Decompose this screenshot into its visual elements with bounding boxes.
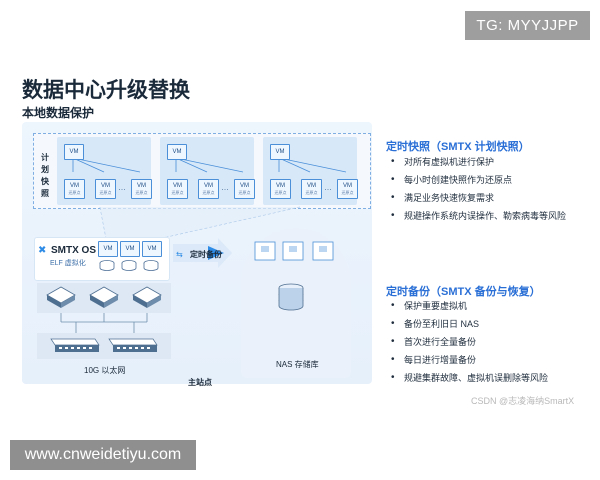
- restore-point-label: 还原点: [135, 190, 148, 195]
- nas-graphics: [254, 241, 334, 311]
- vm-label: VM: [204, 183, 213, 189]
- vm-label: VM: [137, 183, 146, 189]
- slide-subtitle: 本地数据保护: [22, 106, 95, 120]
- list-item: 每小时创建快照作为还原点: [388, 171, 566, 189]
- restore-point-label: 还原点: [274, 190, 287, 195]
- vm-icon: VM: [167, 144, 187, 160]
- vm-label: VM: [343, 183, 352, 189]
- vm-label: VM: [147, 245, 157, 252]
- network-label: 10G 以太网: [84, 366, 126, 375]
- list-item: 首次进行全量备份: [388, 333, 548, 351]
- disk-icons: [99, 260, 159, 271]
- vm-icon: VM: [142, 241, 162, 257]
- vm-label: VM: [275, 148, 285, 155]
- vm-label: VM: [125, 245, 135, 252]
- vm-icon: VM: [98, 241, 118, 257]
- switch-icons: [50, 338, 158, 352]
- restore-point-label: 还原点: [202, 190, 215, 195]
- ellipsis: …: [221, 183, 229, 192]
- vm-label: VM: [101, 183, 110, 189]
- vm-icon: VM: [120, 241, 140, 257]
- nas-label: NAS 存储库: [276, 360, 319, 369]
- vm-label: VM: [173, 183, 182, 189]
- list-item: 备份至利旧日 NAS: [388, 315, 548, 333]
- vm-label: VM: [103, 245, 113, 252]
- vm-label: VM: [172, 148, 182, 155]
- vm-label: VM: [70, 183, 79, 189]
- bottom-watermark: www.cnweidetiyu.com: [10, 440, 196, 470]
- backup-arrow-icon: ⇆: [176, 250, 183, 259]
- restore-point-label: 还原点: [68, 190, 81, 195]
- vm-label: VM: [240, 183, 249, 189]
- plan-snapshot-label: 计划快照: [41, 153, 49, 198]
- list-item: 每日进行增量备份: [388, 351, 548, 369]
- backup-arrow-label: 定时备份: [190, 250, 222, 259]
- backup-features-list: 保护重要虚拟机 备份至利旧日 NAS 首次进行全量备份 每日进行增量备份 规避集…: [388, 297, 548, 387]
- vm-label: VM: [69, 148, 79, 155]
- list-item: 保护重要虚拟机: [388, 297, 548, 315]
- vm-icon: VM: [270, 144, 290, 160]
- smtx-logo-icon: ✖: [38, 245, 47, 256]
- vm-label: VM: [276, 183, 285, 189]
- restore-point-label: 还原点: [171, 190, 184, 195]
- snapshot-section-title: 定时快照（SMTX 计划快照）: [386, 141, 530, 153]
- vm-label: VM: [307, 183, 316, 189]
- server-icons: [46, 286, 162, 308]
- backup-section-title: 定时备份（SMTX 备份与恢复）: [386, 286, 541, 298]
- top-watermark: TG: MYYJJPP: [465, 11, 590, 40]
- snapshot-features-list: 对所有虚拟机进行保护 每小时创建快照作为还原点 满足业务快速恢复需求 规避操作系…: [388, 153, 566, 225]
- product-name: SMTX OS: [51, 245, 97, 256]
- list-item: 满足业务快速恢复需求: [388, 189, 566, 207]
- list-item: 规避集群故障、虚拟机误删除等风险: [388, 369, 548, 387]
- restore-point-label: 还原点: [341, 190, 354, 195]
- site-label: 主站点: [188, 378, 212, 387]
- ellipsis: …: [324, 183, 332, 192]
- product-sub: ELF 虚拟化: [50, 260, 86, 267]
- ellipsis: …: [118, 183, 126, 192]
- list-item: 规避操作系统内误操作、勒索病毒等风险: [388, 207, 566, 225]
- csdn-watermark: CSDN @志凌海纳SmartX: [471, 396, 575, 406]
- restore-point-label: 还原点: [99, 190, 112, 195]
- restore-point-label: 还原点: [238, 190, 251, 195]
- slide-title: 数据中心升级替换: [22, 79, 190, 102]
- list-item: 对所有虚拟机进行保护: [388, 153, 566, 171]
- vm-icon: VM: [64, 144, 84, 160]
- restore-point-label: 还原点: [305, 190, 318, 195]
